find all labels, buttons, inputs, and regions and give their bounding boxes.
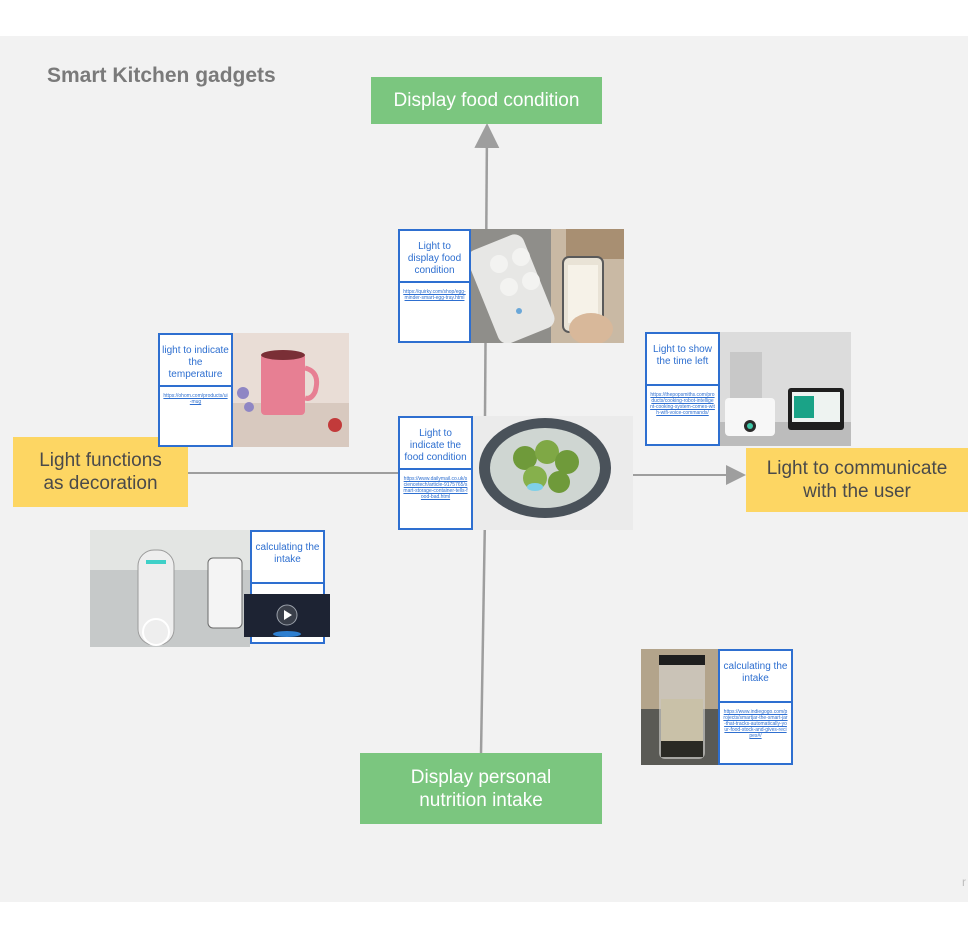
- sticky-note[interactable]: light to indicate the temperature https:…: [158, 333, 233, 447]
- card-egg-tray[interactable]: Light to display food condition https://…: [398, 229, 624, 343]
- whiteboard-canvas[interactable]: Smart Kitchen gadgets Display food condi…: [0, 36, 968, 902]
- note-label: calculating the intake: [720, 651, 791, 703]
- note-label: light to indicate the temperature: [160, 335, 231, 387]
- category-light-decoration[interactable]: Light functions as decoration: [13, 437, 188, 507]
- kitchen-robot-photo[interactable]: [720, 332, 851, 446]
- food-container-photo[interactable]: [473, 416, 633, 530]
- arrow-down: [479, 515, 487, 755]
- category-label: Light functions as decoration: [39, 450, 162, 494]
- note-label: Light to display food condition: [400, 231, 469, 283]
- card-kitchen-robot[interactable]: Light to show the time left https://thep…: [645, 332, 851, 446]
- note-link[interactable]: https://thepopsmiths.com/products/cookin…: [650, 392, 715, 416]
- sticky-note[interactable]: Light to indicate the food condition htt…: [398, 416, 473, 530]
- category-label: Light to communicate with the user: [766, 458, 948, 502]
- card-tea-mug[interactable]: light to indicate the temperature https:…: [158, 333, 349, 447]
- category-display-nutrition-intake[interactable]: Display personal nutrition intake: [360, 753, 602, 824]
- note-link[interactable]: https://quirky.com/shop/egg-minder-smart…: [403, 289, 466, 301]
- tea-mug-photo[interactable]: [233, 333, 349, 447]
- grain-jar-photo[interactable]: [641, 649, 718, 765]
- note-link[interactable]: https://www.indiegogo.com/projects/smart…: [723, 709, 788, 739]
- note-label: Light to indicate the food condition: [400, 418, 471, 470]
- category-label: Display food condition: [393, 90, 580, 111]
- play-button-icon[interactable]: [244, 594, 330, 637]
- note-label: calculating the intake: [252, 532, 323, 584]
- video-player[interactable]: [244, 594, 330, 637]
- sticky-note[interactable]: calculating the intake https://www.indie…: [718, 649, 793, 765]
- card-food-container[interactable]: Light to indicate the food condition htt…: [398, 416, 633, 530]
- category-display-food-condition[interactable]: Display food condition: [371, 77, 602, 124]
- note-label: Light to show the time left: [647, 334, 718, 386]
- sticky-note[interactable]: Light to show the time left https://thep…: [645, 332, 720, 446]
- smart-bottle-video[interactable]: [90, 530, 250, 647]
- board-title: Smart Kitchen gadgets: [47, 64, 276, 87]
- category-label: Display personal nutrition intake: [410, 766, 552, 811]
- note-link[interactable]: https://ohom.com/products/ui-mug: [163, 393, 228, 405]
- category-light-communicate[interactable]: Light to communicate with the user: [746, 448, 968, 512]
- egg-tray-photo[interactable]: [471, 229, 624, 343]
- card-grain-jar[interactable]: calculating the intake https://www.indie…: [641, 649, 793, 765]
- note-link[interactable]: https://www.dailymail.co.uk/sciencetech/…: [403, 476, 468, 500]
- corner-mark: r: [962, 875, 966, 889]
- sticky-note[interactable]: Light to display food condition https://…: [398, 229, 471, 343]
